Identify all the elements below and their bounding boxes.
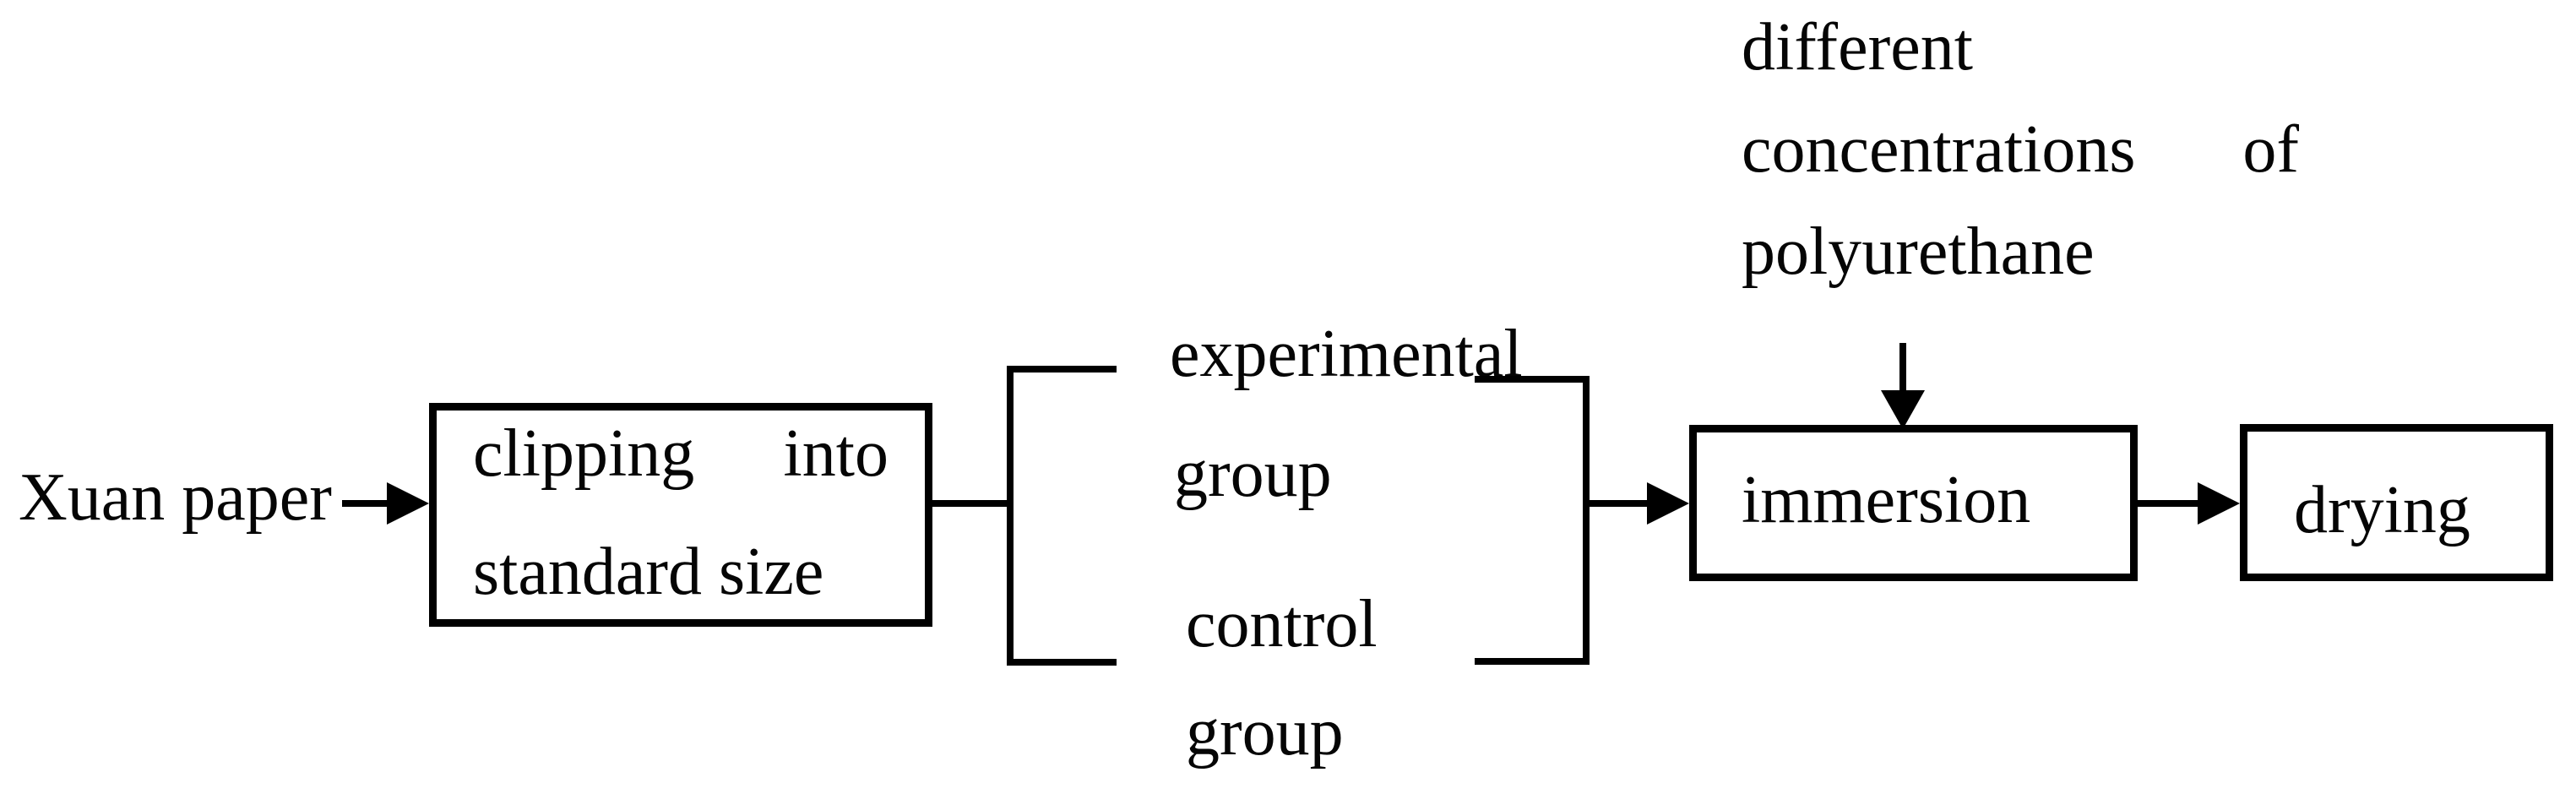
node-label-control-group: group	[1186, 695, 1344, 770]
branch-close-bracket-vertical	[1583, 376, 1590, 665]
node-box-clipping	[429, 403, 932, 627]
node-label-clipping: clipping into standard size	[473, 416, 889, 609]
arrow-branch-to-immersion-shaft	[1586, 500, 1649, 507]
connector-clipping-to-branch	[932, 500, 1010, 507]
branch-close-bracket-bottom-arm	[1475, 658, 1590, 665]
node-label-xuan-paper: Xuan paper	[19, 460, 332, 535]
arrow-immersion-to-drying-head-icon	[2198, 482, 2240, 525]
node-label-immersion: immersion	[1742, 463, 2031, 537]
annotation-polyurethane: different concentrations of polyurethane	[1742, 10, 2299, 289]
branch-close-bracket-top-arm	[1475, 376, 1590, 383]
arrow-source-to-clipping-shaft	[342, 500, 397, 507]
arrow-source-to-clipping-head-icon	[387, 482, 429, 525]
arrow-immersion-to-drying-shaft	[2138, 500, 2199, 507]
arrow-annotation-to-immersion-shaft	[1899, 343, 1906, 392]
arrow-annotation-to-immersion-head-icon	[1881, 390, 1925, 429]
node-label-experimental: experimental	[1170, 317, 1523, 391]
branch-open-bracket-vertical	[1007, 366, 1014, 666]
node-label-drying: drying	[2294, 473, 2470, 547]
node-box-immersion	[1689, 425, 2138, 581]
branch-open-bracket-bottom-arm	[1007, 659, 1117, 666]
node-label-control: control	[1186, 587, 1378, 661]
node-box-drying	[2240, 424, 2553, 581]
branch-open-bracket-top-arm	[1007, 366, 1117, 373]
node-label-experimental-group: group	[1174, 437, 1332, 511]
arrow-branch-to-immersion-head-icon	[1647, 482, 1689, 525]
